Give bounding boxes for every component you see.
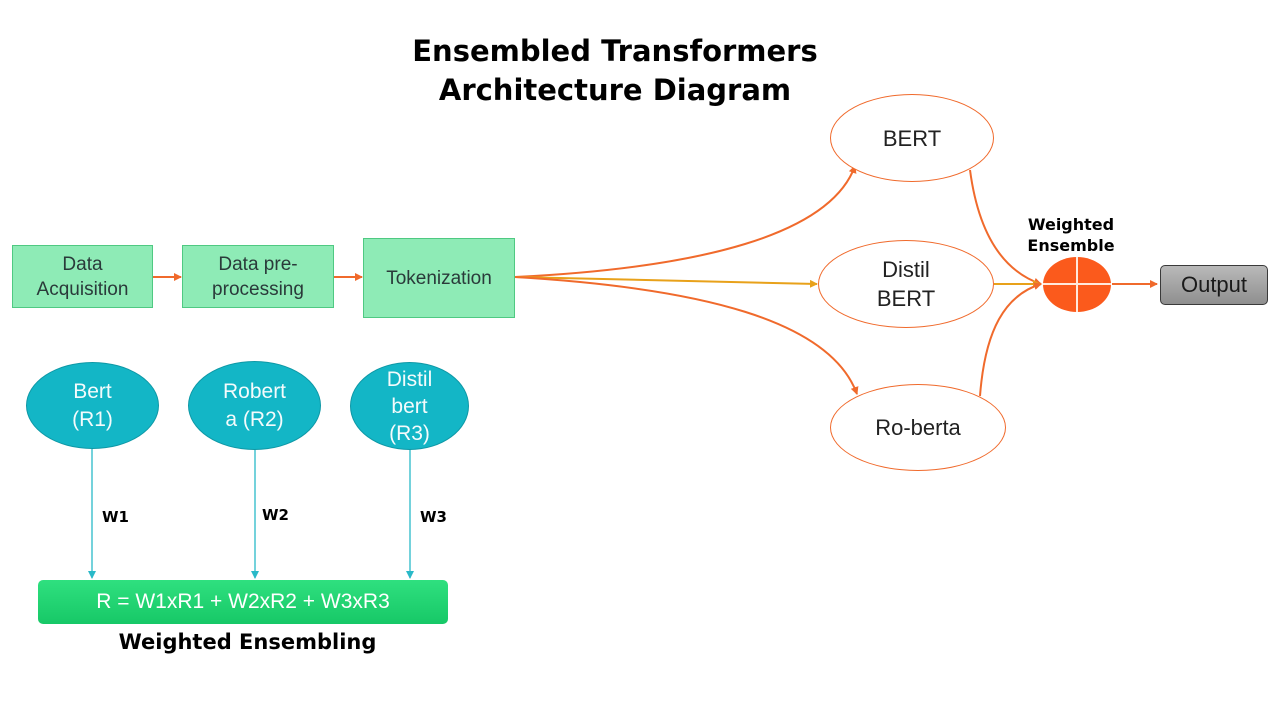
node-r3-line-1: Distil xyxy=(386,367,433,391)
node-r2-line-1: Robert xyxy=(222,379,287,403)
edge-roberta-to-ensemble xyxy=(979,282,1042,397)
node-preprocessing-line-1: Data pre- xyxy=(218,253,298,275)
node-data-acquisition-line-1: Data xyxy=(62,253,103,275)
node-data-preprocessing: Data pre- processing xyxy=(182,245,334,308)
formula-bar: R = W1xR1 + W2xR2 + W3xR3 xyxy=(38,580,448,624)
formula-text: R = W1xR1 + W2xR2 + W3xR3 xyxy=(96,590,390,613)
edge-tokenization-to-distilbert xyxy=(514,276,818,288)
node-r1-line-2: (R1) xyxy=(72,407,113,431)
node-data-acquisition-line-2: Acquisition xyxy=(36,278,129,300)
edge-bert-to-ensemble xyxy=(969,169,1042,286)
diagram-title: Ensembled Transformers Architecture Diag… xyxy=(380,32,850,110)
node-distilbert-line-2: BERT xyxy=(876,286,936,311)
node-roberta: Ro-berta xyxy=(830,384,1006,471)
node-bert-label: BERT xyxy=(882,125,942,151)
node-output: Output xyxy=(1160,265,1268,305)
node-distilbert: Distil BERT xyxy=(818,240,994,328)
node-bert: BERT xyxy=(830,94,994,182)
node-r3-distilbert: Distil bert (R3) xyxy=(350,362,469,450)
node-r1-bert: Bert (R1) xyxy=(26,362,159,449)
weighted-ensemble-label: Weighted Ensemble xyxy=(1010,214,1132,256)
circle-cross-icon xyxy=(1043,257,1111,312)
node-preprocessing-line-2: processing xyxy=(212,278,304,300)
node-roberta-label: Ro-berta xyxy=(875,415,961,440)
weight-label-w3: W3 xyxy=(420,508,447,526)
node-r3-line-2: bert xyxy=(391,394,428,418)
node-distilbert-line-1: Distil xyxy=(882,257,930,282)
node-r2-roberta: Robert a (R2) xyxy=(188,361,321,450)
edge-tokenization-to-bert xyxy=(514,165,857,278)
weighted-ensemble-label-line-1: Weighted xyxy=(1027,215,1115,234)
node-tokenization-label: Tokenization xyxy=(386,267,492,289)
title-line-1: Ensembled Transformers xyxy=(412,34,818,68)
weight-label-w2: W2 xyxy=(262,506,289,524)
weight-label-w1: W1 xyxy=(102,508,129,526)
node-r3-line-3: (R3) xyxy=(389,421,430,445)
node-r1-line-1: Bert xyxy=(73,379,112,403)
node-r2-line-2: a (R2) xyxy=(225,407,284,431)
edge-tokenization-to-roberta xyxy=(514,276,859,395)
node-tokenization: Tokenization xyxy=(363,238,515,318)
weighted-ensembling-caption: Weighted Ensembling xyxy=(118,630,377,654)
title-line-2: Architecture Diagram xyxy=(438,73,792,107)
node-data-acquisition: Data Acquisition xyxy=(12,245,153,308)
node-output-label: Output xyxy=(1180,272,1248,297)
weighted-ensemble-label-line-2: Ensemble xyxy=(1027,236,1115,255)
